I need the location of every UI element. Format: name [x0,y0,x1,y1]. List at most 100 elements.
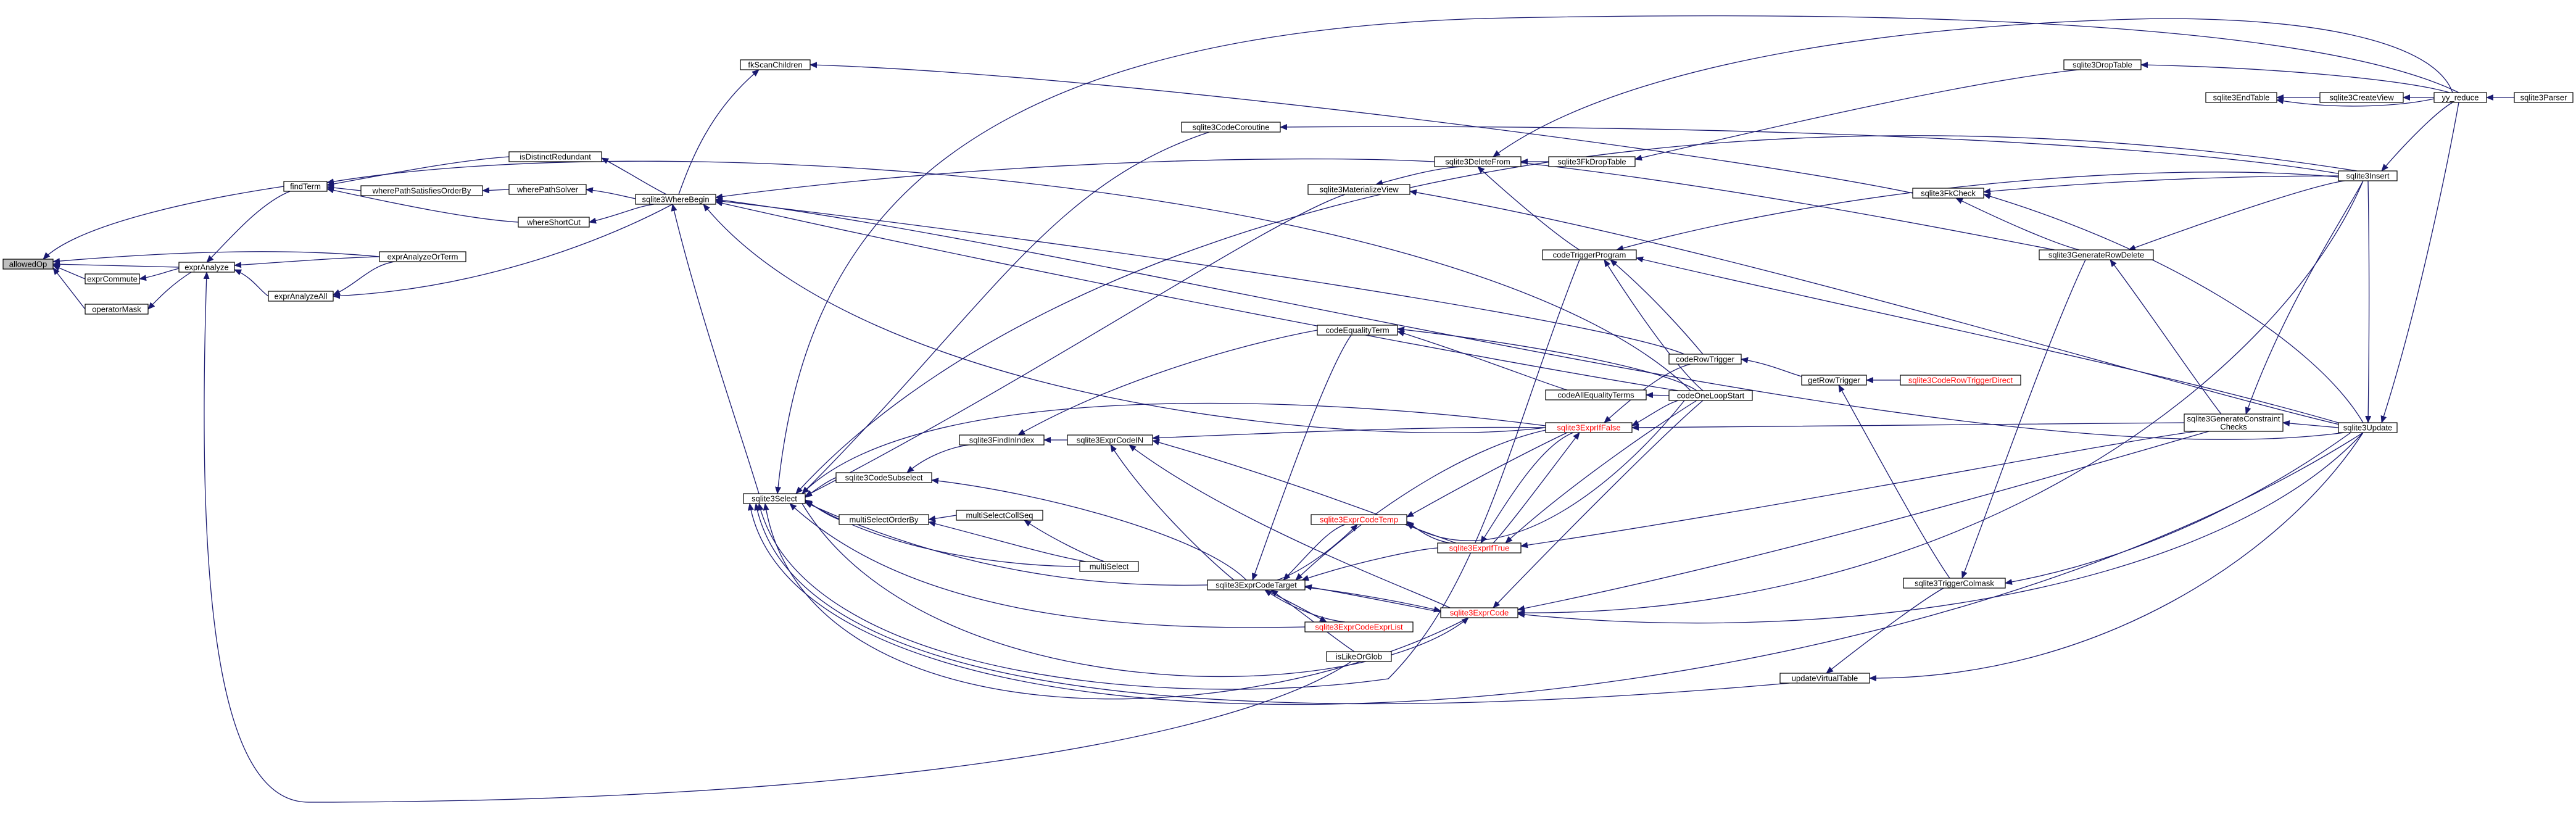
node-box [379,251,466,262]
edge-sqlite3FkCheck-sqlite3Insert [1983,175,2339,195]
edge-allowedOp-operatorMask [52,267,86,310]
node-whereShortCut[interactable]: whereShortCut [518,217,590,228]
node-label: sqlite3DropTable [2073,60,2132,70]
node-box [1668,354,1742,365]
node-sqlite3FkCheck[interactable]: sqlite3FkCheck [1912,188,1984,199]
node-sqlite3CodeRowTriggerDirect[interactable]: sqlite3CodeRowTriggerDirect [1900,375,2021,386]
node-exprAnalyze[interactable]: exprAnalyze [178,262,235,273]
node-sqlite3TriggerColmask[interactable]: sqlite3TriggerColmask [1903,578,2006,589]
node-sqlite3Insert[interactable]: sqlite3Insert [2338,170,2398,181]
edge-codeTriggerProgram-codeOneLoopStart [1604,259,1704,391]
node-fkScanChildren[interactable]: fkScanChildren [740,59,811,70]
node-multiSelectCollSeq[interactable]: multiSelectCollSeq [956,510,1043,521]
edge-sqlite3ExprCodeIN-sqlite3ExprIfTrue [1152,439,1457,544]
node-sqlite3ExprCodeExprList[interactable]: sqlite3ExprCodeExprList [1304,621,1414,632]
node-sqlite3Select[interactable]: sqlite3Select [743,493,806,504]
edge-allowedOp-exprCommute [52,265,86,280]
node-box [1434,156,1522,167]
node-label: codeTriggerProgram [1553,251,1626,260]
node-multiSelectOrderBy[interactable]: multiSelectOrderBy [839,514,929,525]
node-findTerm[interactable]: findTerm [283,181,328,192]
edge-sqlite3ExprCodeTemp-sqlite3ExprIfTrue [1406,521,1451,544]
edge-sqlite3Update-yy_reduce [2380,102,2459,423]
node-codeEqualityTerm[interactable]: codeEqualityTerm [1317,325,1398,336]
node-sqlite3EndTable[interactable]: sqlite3EndTable [2205,92,2277,103]
node-exprAnalyzeOrTerm[interactable]: exprAnalyzeOrTerm [379,251,466,262]
edge-sqlite3ExprCodeTarget-sqlite3ExprCodeExprList [1264,589,1346,623]
edge-sqlite3Select-sqlite3ExprCodeExprList [789,503,1306,628]
node-sqlite3CodeCoroutine[interactable]: sqlite3CodeCoroutine [1181,122,1281,133]
node-label: codeRowTrigger [1676,355,1735,364]
edge-sqlite3ExprCodeTemp-sqlite3ExprIfFalse [1406,432,1568,518]
node-codeTriggerProgram[interactable]: codeTriggerProgram [1542,249,1637,260]
edge-sqlite3GenerateConstraintChecks-sqlite3Insert [2245,180,2364,415]
node-exprAnalyzeAll[interactable]: exprAnalyzeAll [268,291,334,302]
node-label: sqlite3ExprCode [1450,608,1509,618]
node-box [518,217,590,228]
node-sqlite3ExprCodeTarget[interactable]: sqlite3ExprCodeTarget [1207,579,1306,591]
edge-sqlite3ExprCodeTarget-sqlite3ExprIfFalse [1295,429,1546,581]
node-sqlite3ExprCodeTemp[interactable]: sqlite3ExprCodeTemp [1311,514,1407,525]
node-sqlite3DropTable[interactable]: sqlite3DropTable [2063,59,2142,70]
node-sqlite3ExprIfFalse[interactable]: sqlite3ExprIfFalse [1545,422,1633,433]
edge-sqlite3ExprCodeTarget-codeEqualityTerm [1251,334,1352,581]
node-label: isLikeOrGlob [1336,652,1382,661]
node-sqlite3GenerateRowDelete[interactable]: sqlite3GenerateRowDelete [2039,249,2154,260]
node-sqlite3Parser[interactable]: sqlite3Parser [2514,92,2574,103]
node-label: sqlite3CodeSubselect [845,473,923,483]
node-sqlite3ExprCodeIN[interactable]: sqlite3ExprCodeIN [1067,434,1153,446]
edge-multiSelectOrderBy-multiSelect [928,520,1087,562]
node-sqlite3ExprIfTrue[interactable]: sqlite3ExprIfTrue [1437,542,1522,554]
node-sqlite3MaterializeView[interactable]: sqlite3MaterializeView [1307,184,1410,195]
edge-sqlite3Select-yy_reduce [775,15,2459,494]
node-box [1779,673,1870,684]
node-updateVirtualTable[interactable]: updateVirtualTable [1779,673,1870,684]
node-box [2338,170,2398,181]
node-sqlite3ExprCode[interactable]: sqlite3ExprCode [1440,607,1518,618]
edge-sqlite3GenerateRowDelete-sqlite3Insert [2128,180,2345,251]
node-yy_reduce[interactable]: yy_reduce [2433,92,2487,103]
node-label: sqlite3DeleteFrom [1445,157,1510,167]
edge-sqlite3Select-sqlite3MaterializeView [805,194,1346,497]
node-sqlite3DeleteFrom[interactable]: sqlite3DeleteFrom [1434,156,1522,167]
node-label: isDistinctRedundant [520,152,591,162]
node-box [1440,607,1518,618]
node-label: getRowTrigger [1808,376,1860,385]
node-box [1545,422,1633,433]
node-box [1307,184,1410,195]
edge-isDistinctRedundant-sqlite3WhereBegin [601,157,667,195]
node-box [1545,389,1647,400]
node-box [1801,375,1867,386]
node-wherePathSolver[interactable]: wherePathSolver [508,184,587,195]
node-sqlite3Update[interactable]: sqlite3Update [2338,422,2398,433]
node-label: sqlite3Select [752,494,797,504]
node-operatorMask[interactable]: operatorMask [85,304,149,315]
node-multiSelect[interactable]: multiSelect [1079,561,1139,572]
node-getRowTrigger[interactable]: getRowTrigger [1801,375,1867,386]
edge-sqlite3TriggerColmask-sqlite3Update [2005,432,2351,585]
node-allowedOp[interactable]: allowedOp [2,259,54,270]
node-sqlite3CreateView[interactable]: sqlite3CreateView [2319,92,2404,103]
node-codeAllEqualityTerms[interactable]: codeAllEqualityTerms [1545,389,1647,400]
node-codeOneLoopStart[interactable]: codeOneLoopStart [1668,390,1753,401]
node-box [2039,249,2154,260]
node-exprCommute[interactable]: exprCommute [85,273,140,284]
nodes: allowedOp exprCommute operatorMask exprAnal… [2,59,2574,684]
node-sqlite3FkDropTable[interactable]: sqlite3FkDropTable [1548,156,1636,167]
node-box [2319,92,2404,103]
edge-exprAnalyze-exprAnalyzeOrTerm [234,256,380,268]
node-sqlite3WhereBegin[interactable]: sqlite3WhereBegin [635,194,716,205]
node-isDistinctRedundant[interactable]: isDistinctRedundant [508,151,602,162]
edge-sqlite3Select-sqlite3ExprIfFalse [801,402,1546,494]
edge-sqlite3ExprCode-sqlite3Insert [1517,180,2364,616]
node-box [2205,92,2277,103]
node-box [508,184,587,195]
node-box [959,434,1045,446]
node-label: exprAnalyze [184,263,229,272]
node-wherePathSatisfiesOrderBy[interactable]: wherePathSatisfiesOrderBy [360,185,483,196]
node-codeRowTrigger[interactable]: codeRowTrigger [1668,354,1742,365]
node-isLikeOrGlob[interactable]: isLikeOrGlob [1326,651,1392,662]
node-sqlite3CodeSubselect[interactable]: sqlite3CodeSubselect [835,472,932,483]
node-sqlite3FindInIndex[interactable]: sqlite3FindInIndex [959,434,1045,446]
